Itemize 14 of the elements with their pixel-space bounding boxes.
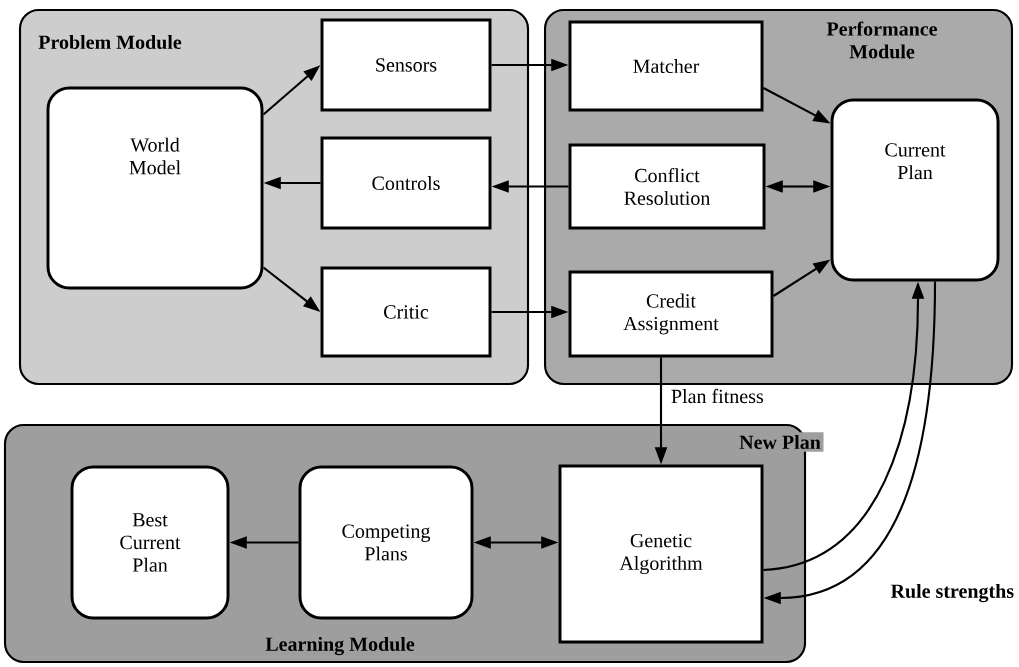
edge-label: Plan fitness (671, 388, 763, 404)
process-box: Sensors (320, 18, 492, 112)
process-box: Controls (320, 136, 492, 230)
rounded-box: Competing Plans (298, 465, 474, 620)
rounded-box: World Model (46, 86, 264, 290)
process-box: Credit Assignment (568, 270, 774, 358)
edge-label: New Plan (736, 432, 824, 452)
process-box: Genetic Algorithm (558, 464, 764, 644)
process-box: Conflict Resolution (568, 143, 766, 230)
rounded-box: Current Plan (830, 98, 1000, 282)
process-box: Critic (320, 266, 492, 358)
process-box: Matcher (568, 20, 764, 112)
rounded-box: Best Current Plan (70, 465, 230, 620)
edge-label: Rule strengths (890, 583, 1014, 603)
